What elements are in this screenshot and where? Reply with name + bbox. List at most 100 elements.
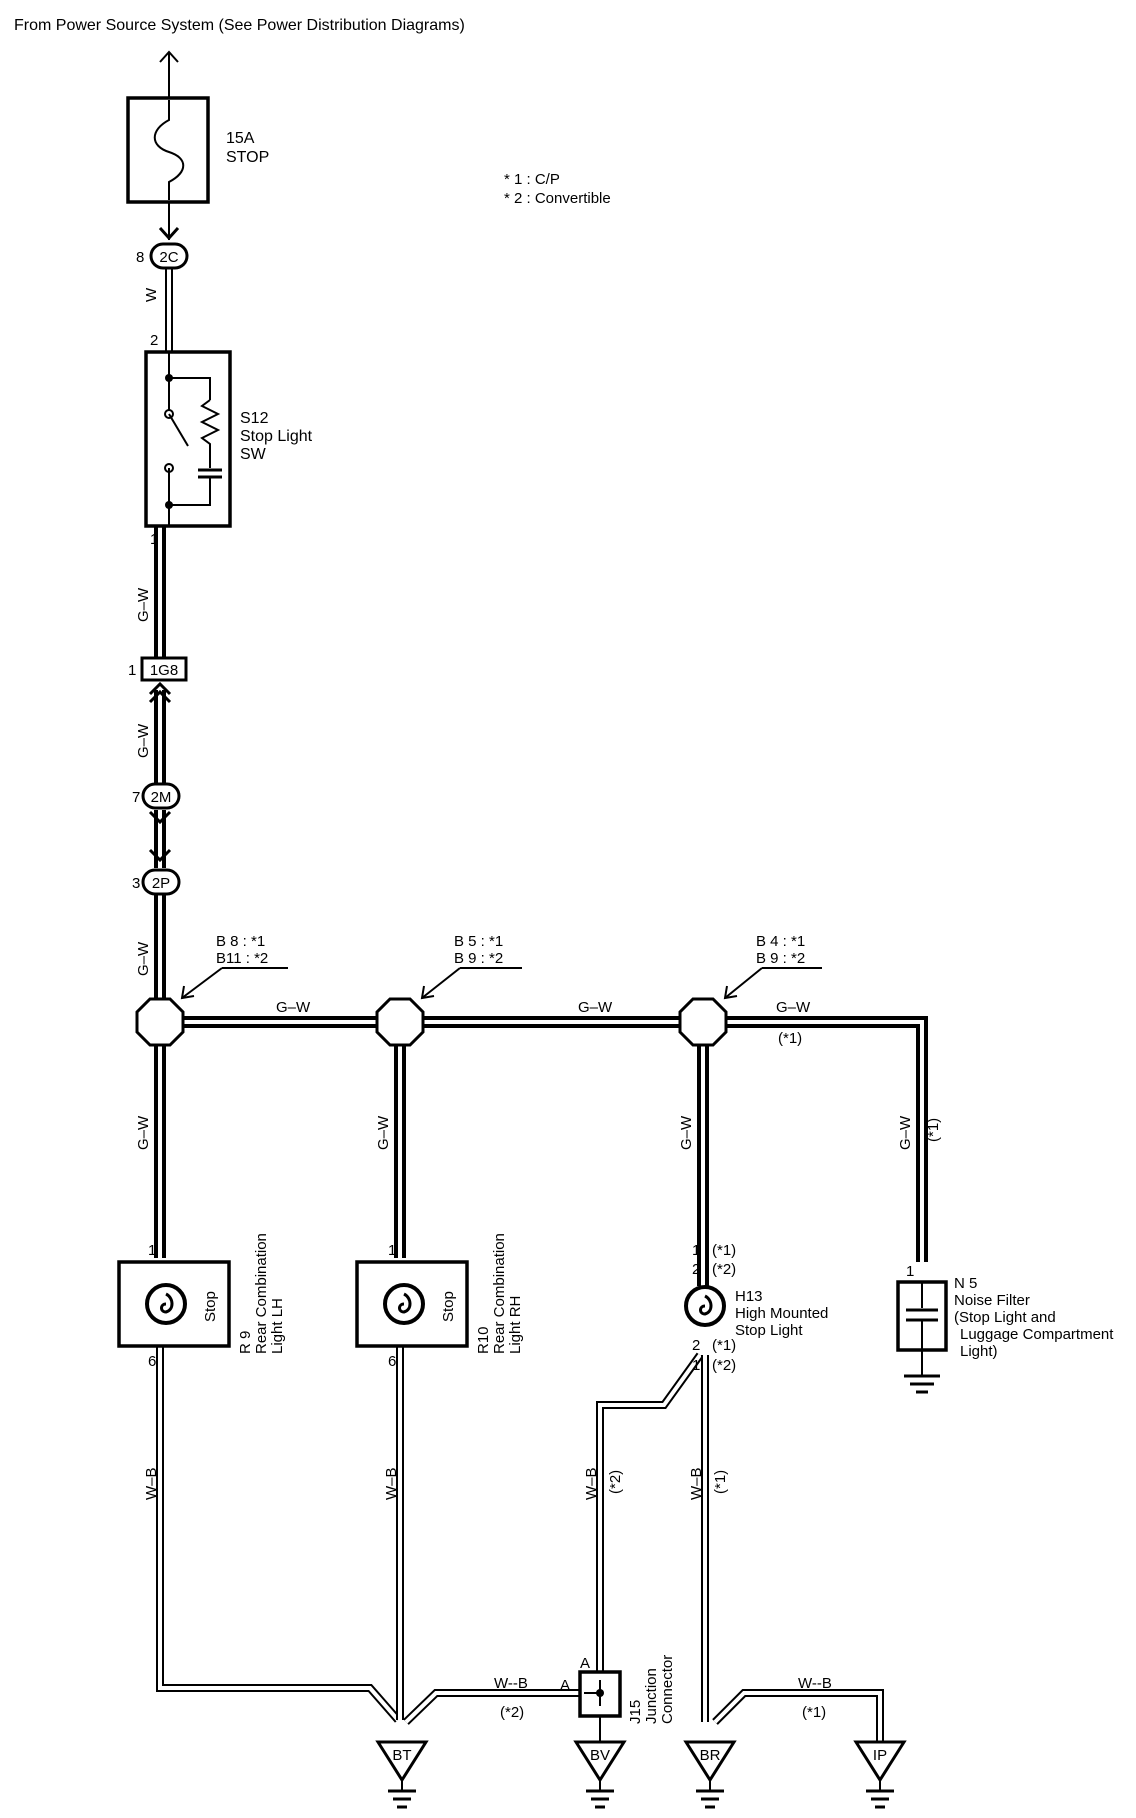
splice-b5-b9: B 5 : *1 B 9 : *2 [375, 933, 522, 1047]
connector-1g8: 1G8 1 [128, 656, 188, 704]
ground-ip: IP [853, 1740, 907, 1809]
connector-2p-id: 2P [152, 875, 170, 892]
fuse-rating: 15A [226, 130, 255, 147]
n5-id: N 5 [954, 1275, 977, 1292]
note-bus-star1: (*1) [778, 1030, 802, 1047]
connector-2c-id: 2C [159, 249, 178, 266]
h13-pin-out-b: 1 [692, 1357, 700, 1374]
splice-2-line2: B 9 : *2 [454, 950, 503, 967]
h13-pin-in-b: 2 [692, 1261, 700, 1278]
connector-2p-pin: 3 [132, 875, 140, 892]
wire-label-gw-1: G–W [135, 587, 152, 622]
fuse-15a-stop: 15A STOP [126, 96, 269, 204]
wire-label-gw-r9: G–W [135, 1115, 152, 1150]
legend-line-1: * 1 : C/P [504, 171, 560, 188]
wire-label-gw-r10: G–W [375, 1115, 392, 1150]
connector-2m-id: 2M [151, 789, 172, 806]
h13-pin-in-a: 1 [692, 1242, 700, 1259]
ground-bv: BV [573, 1740, 627, 1809]
j15-pin-top: A [580, 1655, 590, 1672]
wire-label-gw-n5: G–W [897, 1115, 914, 1150]
note-h13-1-star1: (*1) [712, 1470, 729, 1494]
r10-pin-out: 6 [388, 1353, 396, 1370]
wire-label-gw-bus-2: G–W [578, 999, 613, 1016]
wire-label-wb-h13-2: W–B [583, 1467, 600, 1500]
splice-3-line1: B 4 : *1 [756, 933, 805, 950]
ground-bv-label: BV [590, 1747, 610, 1764]
wire-label-wb-junction: W--B [494, 1675, 528, 1692]
splice-3-line2: B 9 : *2 [756, 950, 805, 967]
splice-b4-b9: B 4 : *1 B 9 : *2 [678, 933, 822, 1047]
r10-pin-in: 1 [388, 1242, 396, 1259]
n5-name-line2: (Stop Light and [954, 1309, 1056, 1326]
j15-name-line2: Connector [659, 1655, 676, 1724]
wire-harness [154, 50, 928, 1742]
wire-label-gw-bus-3: G–W [776, 999, 811, 1016]
switch-name-line1: Stop Light [240, 428, 313, 445]
stop-light-switch-s12: S12 Stop Light SW [144, 350, 313, 528]
rear-combination-light-lh-r9: Stop 1 6 R 9 Rear Combination Light LH [117, 1233, 286, 1370]
wire-label-wb-r9: W–B [143, 1467, 160, 1500]
wire-label-w: W [143, 287, 160, 302]
connector-1g8-id: 1G8 [150, 662, 178, 679]
connector-1g8-pin: 1 [128, 662, 136, 679]
n5-name-line1: Noise Filter [954, 1292, 1030, 1309]
r9-name-line2: Light LH [269, 1298, 286, 1354]
legend-line-2: * 2 : Convertible [504, 190, 611, 207]
r9-pin-out: 6 [148, 1353, 156, 1370]
wire-label-gw-3: G–W [135, 941, 152, 976]
r9-name-line1: Rear Combination [253, 1233, 270, 1354]
wire-label-wb-ip: W--B [798, 1675, 832, 1692]
switch-pin-2: 2 [150, 332, 158, 349]
h13-id: H13 [735, 1288, 763, 1305]
connector-2p: 2P 3 [132, 868, 181, 896]
switch-pin-1: 1 [150, 531, 158, 548]
n5-name-line3: Luggage Compartment [960, 1326, 1114, 1343]
r9-pin-in: 1 [148, 1242, 156, 1259]
connector-2c: 2C 8 [136, 242, 189, 270]
switch-id: S12 [240, 410, 269, 427]
connector-2m: 2M 7 [132, 782, 181, 863]
junction-connector-j15: A A J15 Junction Connector [560, 1655, 676, 1724]
h13-pin-out-a: 2 [692, 1337, 700, 1354]
splice-b8-b11: B 8 : *1 B11 : *2 [135, 933, 288, 1047]
ground-br-label: BR [700, 1747, 721, 1764]
wire-label-gw-h13: G–W [678, 1115, 695, 1150]
connector-2m-pin: 7 [132, 789, 140, 806]
note-ip-star1: (*1) [802, 1704, 826, 1721]
ground-ip-label: IP [873, 1747, 887, 1764]
r10-lamp-label: Stop [440, 1291, 457, 1322]
wire-label-gw-2: G–W [135, 723, 152, 758]
rear-combination-light-rh-r10: Stop 1 6 R10 Rear Combination Light RH [355, 1233, 524, 1370]
h13-pin-out-b-note: (*2) [712, 1357, 736, 1374]
note-h13-2-star2: (*2) [607, 1470, 624, 1494]
switch-name-line2: SW [240, 446, 267, 463]
ground-br: BR [683, 1740, 737, 1809]
splice-1-line1: B 8 : *1 [216, 933, 265, 950]
wire-label-wb-h13-1: W–B [688, 1467, 705, 1500]
r9-id: R 9 [237, 1331, 254, 1354]
wire-label-gw-bus-1: G–W [276, 999, 311, 1016]
splice-2-line1: B 5 : *1 [454, 933, 503, 950]
note-junction-star2: (*2) [500, 1704, 524, 1721]
n5-pin: 1 [906, 1263, 914, 1280]
h13-pin-in-a-note: (*1) [712, 1242, 736, 1259]
h13-name-line1: High Mounted [735, 1305, 828, 1322]
j15-pin-left: A [560, 1677, 570, 1694]
source-note: From Power Source System (See Power Dist… [14, 17, 465, 34]
note-n5-star1: (*1) [925, 1118, 942, 1142]
h13-pin-in-b-note: (*2) [712, 1261, 736, 1278]
r10-id: R10 [475, 1326, 492, 1354]
h13-pin-out-a-note: (*1) [712, 1337, 736, 1354]
ground-bt: BT [375, 1740, 429, 1809]
connector-2c-pin: 8 [136, 249, 144, 266]
r10-name-line1: Rear Combination [491, 1233, 508, 1354]
splice-1-line2: B11 : *2 [216, 950, 268, 967]
r10-name-line2: Light RH [507, 1296, 524, 1354]
high-mounted-stop-light-h13: 1 (*1) 2 (*2) H13 High Mounted Stop Ligh… [684, 1242, 828, 1374]
fuse-name: STOP [226, 149, 269, 166]
j15-id: J15 [627, 1700, 644, 1724]
j15-name-line1: Junction [643, 1668, 660, 1724]
noise-filter-n5: 1 N 5 Noise Filter (Stop Light and Lugga… [896, 1263, 1114, 1394]
